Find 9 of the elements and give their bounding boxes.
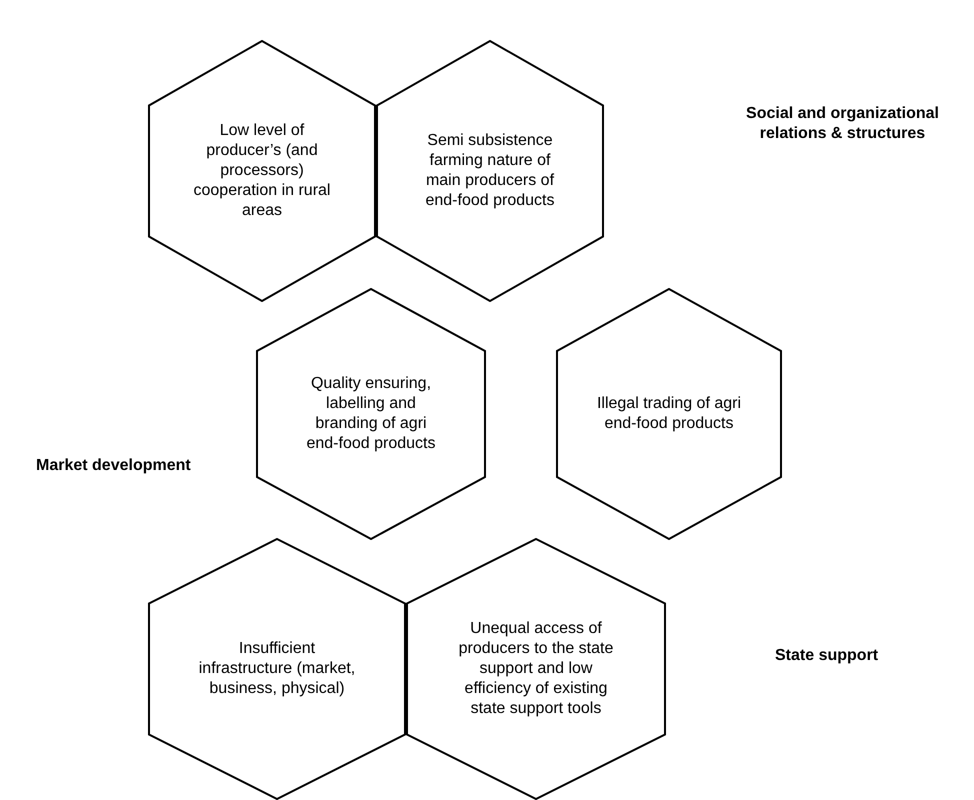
hexagon-text: Illegal trading of agri end-food products: [596, 394, 742, 434]
hexagon-text: Unequal access of producers to the state support and low efficiency of existing state support tools: [458, 619, 614, 719]
hexagon-text: Semi subsistence farming nature of main producers of end-food products: [424, 131, 556, 211]
hexagon-text: Quality ensuring, labelling and branding of agri end-food products: [305, 374, 436, 454]
category-label: Market development: [36, 456, 192, 476]
category-label: Social and organizational relations & structures: [745, 104, 940, 144]
hexagon-text: Insufficient infrastructure (market, business, physical): [198, 639, 356, 699]
category-label: State support: [775, 646, 880, 666]
hexagon-text: Low level of producer’s (and processors) cooperation in rural areas: [192, 121, 332, 221]
